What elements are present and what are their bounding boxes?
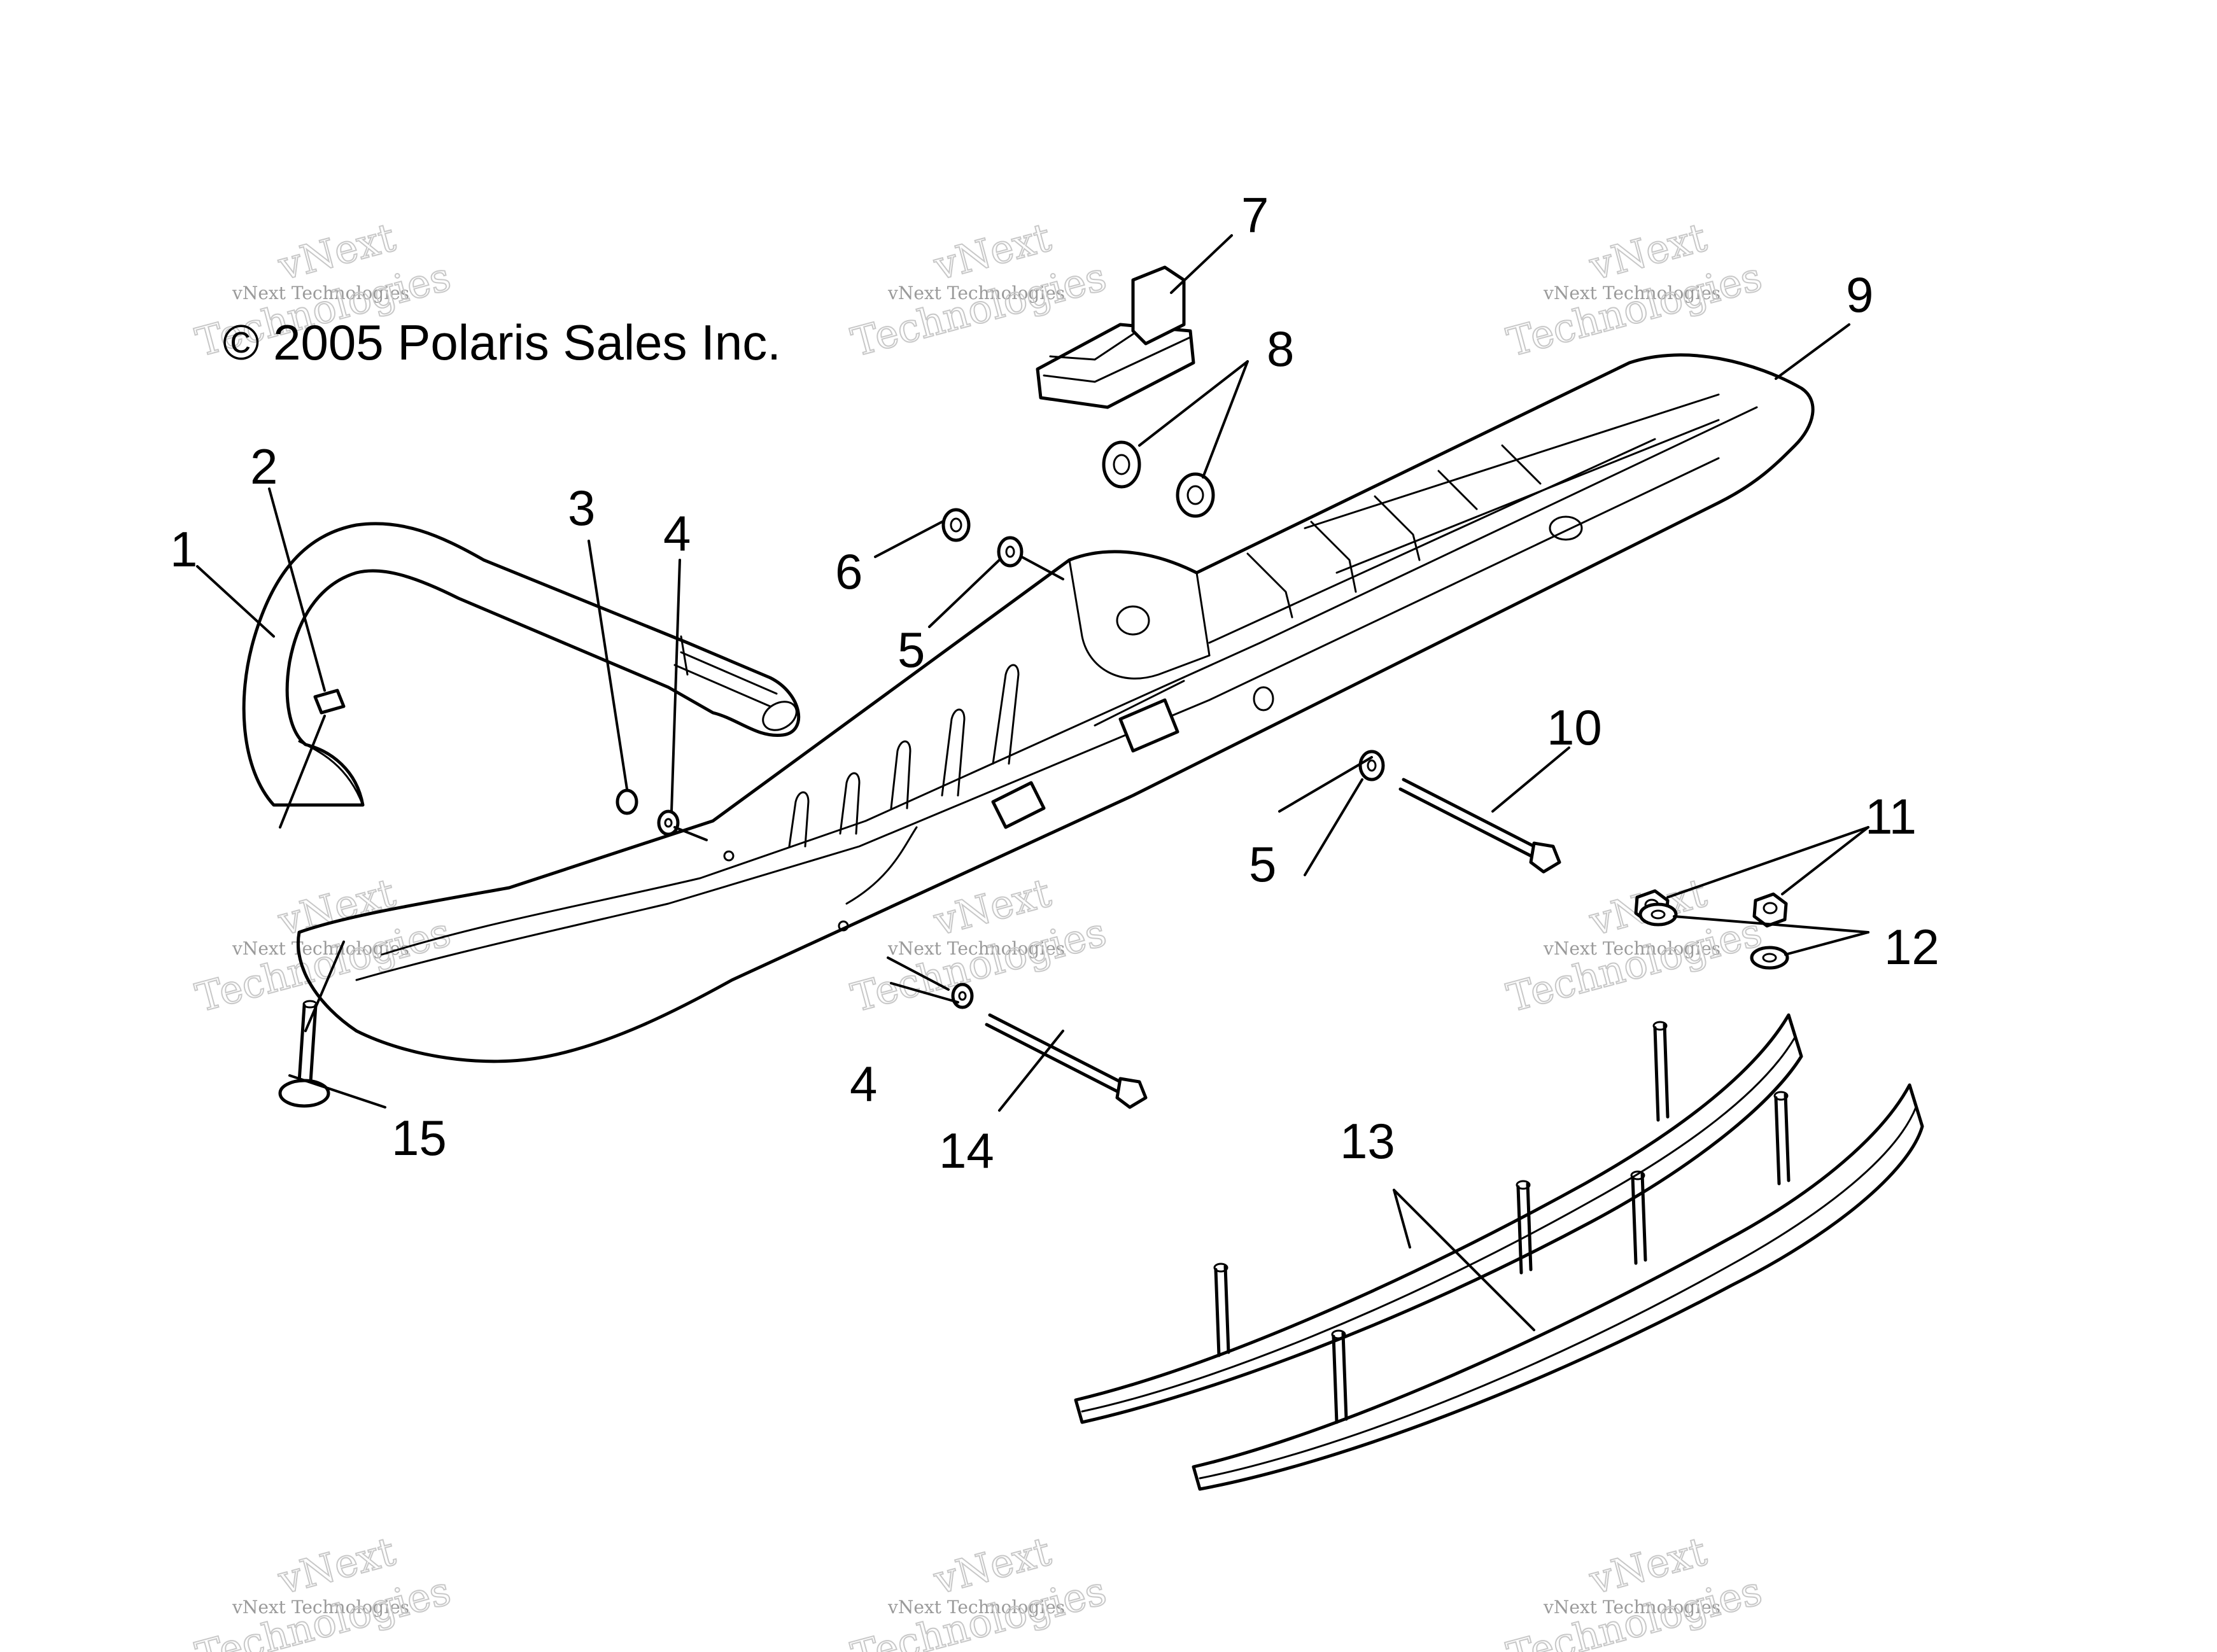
svg-text:vNext Technologies: vNext Technologies bbox=[1543, 283, 1721, 304]
callout-7: 7 bbox=[1241, 187, 1269, 243]
callout-3: 3 bbox=[568, 480, 595, 536]
svg-text:vNext Technologies: vNext Technologies bbox=[232, 283, 409, 304]
washer-12b bbox=[1750, 946, 1789, 970]
watermark: vNext vNext Technologies Technologies bbox=[1502, 213, 1767, 367]
svg-text:vNext Technologies: vNext Technologies bbox=[887, 283, 1065, 304]
nut-6 bbox=[941, 508, 971, 542]
bolt-10 bbox=[1398, 778, 1561, 874]
callout-5: 5 bbox=[897, 622, 925, 678]
handle-clip bbox=[313, 689, 346, 715]
callout-4: 4 bbox=[850, 1056, 877, 1112]
callout-5: 5 bbox=[1249, 836, 1276, 892]
pin-15 bbox=[278, 1000, 330, 1108]
callout-13: 13 bbox=[1340, 1113, 1395, 1169]
ski-body bbox=[297, 353, 1815, 1063]
watermark: vNext vNext Technologies Technologies bbox=[846, 213, 1111, 367]
washer-4a bbox=[657, 809, 680, 836]
watermark: vNext vNext Technologies Technologies bbox=[190, 1527, 456, 1652]
callout-labels: 1 2 3 4 4 5 5 6 7 8 9 10 11 12 13 14 15 bbox=[170, 187, 1939, 1179]
washer-5a bbox=[997, 536, 1024, 568]
copyright-text: © 2005 Polaris Sales Inc. bbox=[223, 314, 781, 370]
callout-1: 1 bbox=[170, 521, 197, 577]
watermark: vNext vNext Technologies Technologies bbox=[1502, 869, 1767, 1022]
ski-pad bbox=[1036, 265, 1195, 409]
watermark: vNext vNext Technologies Technologies bbox=[846, 1527, 1111, 1652]
leader-lines bbox=[196, 234, 1869, 1331]
svg-text:vNext Technologies: vNext Technologies bbox=[1543, 938, 1721, 959]
callout-2: 2 bbox=[250, 438, 278, 494]
svg-text:vNext Technologies: vNext Technologies bbox=[232, 938, 409, 959]
carbide-runners bbox=[1074, 1013, 1924, 1491]
nut-11b bbox=[1752, 892, 1788, 928]
watermark-group: vNext vNext Technologies Technologies vN… bbox=[190, 213, 1767, 1652]
callout-11: 11 bbox=[1865, 788, 1917, 844]
washer-12a bbox=[1638, 902, 1678, 927]
bolt-14 bbox=[985, 1013, 1148, 1109]
washer-4b bbox=[951, 983, 974, 1009]
spacer-washers bbox=[1102, 440, 1215, 518]
svg-text:vNext Technologies: vNext Technologies bbox=[887, 1597, 1065, 1618]
nut-3 bbox=[616, 788, 638, 815]
callout-15: 15 bbox=[391, 1110, 447, 1166]
svg-text:vNext Technologies: vNext Technologies bbox=[232, 1597, 409, 1618]
callout-14: 14 bbox=[939, 1123, 994, 1179]
watermark: vNext vNext Technologies Technologies bbox=[1502, 1527, 1767, 1652]
callout-8: 8 bbox=[1267, 321, 1294, 377]
washer-5b bbox=[1358, 750, 1385, 781]
callout-12: 12 bbox=[1884, 919, 1939, 975]
callout-6: 6 bbox=[835, 543, 862, 599]
callout-4: 4 bbox=[663, 505, 691, 561]
callout-9: 9 bbox=[1846, 267, 1873, 323]
svg-text:vNext Technologies: vNext Technologies bbox=[1543, 1597, 1721, 1618]
callout-10: 10 bbox=[1547, 699, 1602, 755]
svg-text:vNext Technologies: vNext Technologies bbox=[887, 938, 1065, 959]
ski-handle bbox=[242, 522, 801, 807]
watermark: vNext vNext Technologies Technologies bbox=[846, 869, 1111, 1022]
